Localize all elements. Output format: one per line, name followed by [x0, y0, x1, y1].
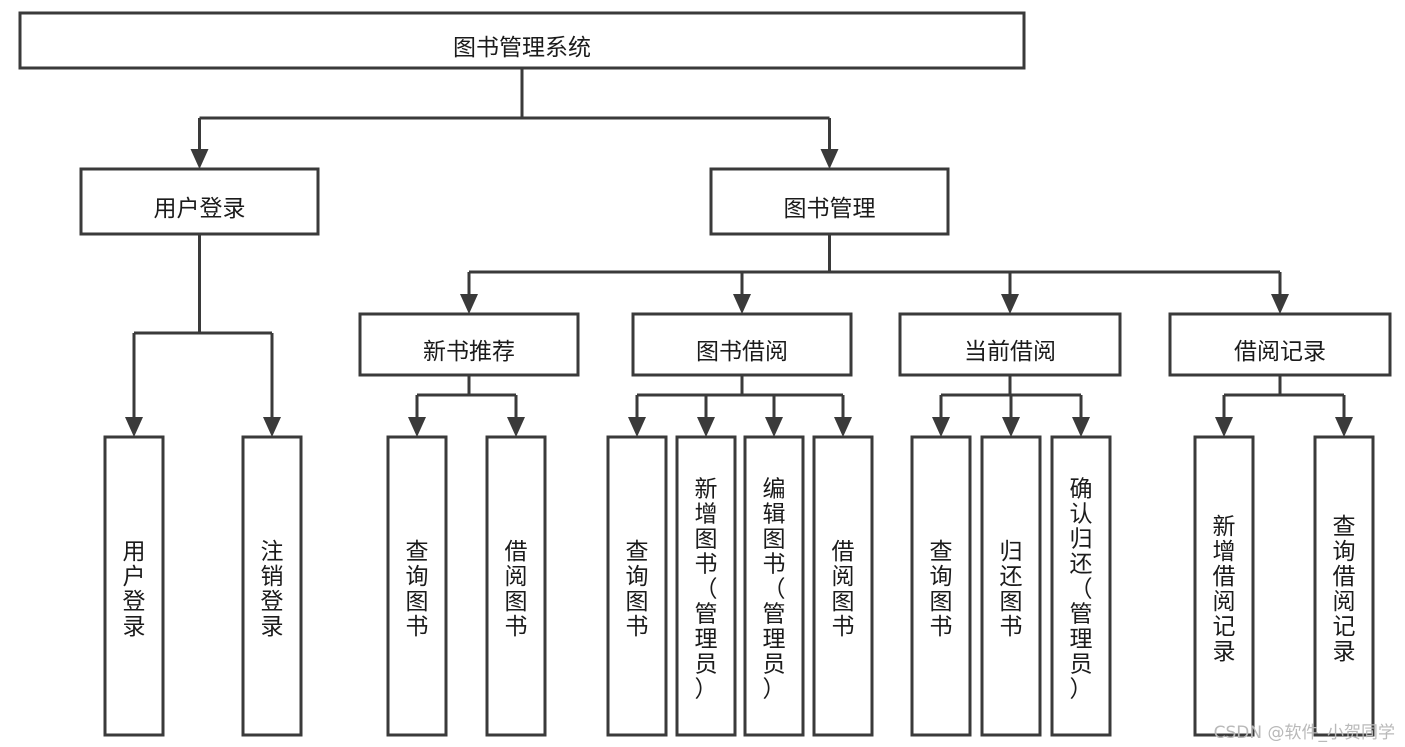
node-label-leaf-confirm-return-admin: 确认归还（管理员） [1070, 476, 1093, 702]
node-book-manage[interactable]: 图书管理 [709, 167, 950, 236]
arrow-head-icon [932, 417, 950, 437]
node-box-leaf-query-borrow-record [1313, 435, 1375, 737]
node-current-borrow[interactable]: 当前借阅 [898, 312, 1122, 377]
arrow-head-icon [697, 417, 715, 437]
node-leaf-query-book-cur[interactable]: 查询图书 [910, 435, 972, 737]
node-leaf-query-borrow-record[interactable]: 查询借阅记录 [1313, 435, 1375, 737]
node-leaf-return-book[interactable]: 归还图书 [980, 435, 1042, 737]
arrow-head-icon [1001, 294, 1019, 314]
node-label-user-login: 用户登录 [154, 196, 246, 222]
arrow-head-icon [733, 294, 751, 314]
arrow-head-icon [628, 417, 646, 437]
node-label-leaf-query-book-bor: 查询图书 [626, 539, 649, 640]
node-leaf-user-login[interactable]: 用户登录 [103, 435, 165, 737]
node-label-root: 图书管理系统 [453, 35, 591, 61]
arrow-head-icon [1002, 417, 1020, 437]
arrow-head-icon [507, 417, 525, 437]
node-leaf-borrow-book-bor[interactable]: 借阅图书 [812, 435, 874, 737]
node-leaf-edit-book-admin[interactable]: 编辑图书（管理员） [743, 435, 805, 737]
node-label-leaf-query-book-rec: 查询图书 [406, 539, 429, 640]
node-label-book-manage: 图书管理 [784, 196, 876, 222]
arrow-head-icon [460, 294, 478, 314]
node-leaf-query-book-rec[interactable]: 查询图书 [386, 435, 448, 737]
node-label-leaf-query-book-cur: 查询图书 [930, 539, 953, 640]
edge-newbook-to-leaves [408, 375, 525, 437]
node-box-leaf-return-book [980, 435, 1042, 737]
node-box-leaf-edit-book-admin [743, 435, 805, 737]
arrow-head-icon [765, 417, 783, 437]
node-box-leaf-add-borrow-record [1193, 435, 1255, 737]
arrow-head-icon [1072, 417, 1090, 437]
node-box-leaf-borrow-book-bor [812, 435, 874, 737]
node-label-leaf-borrow-book-bor: 借阅图书 [832, 539, 855, 640]
node-leaf-confirm-return-admin[interactable]: 确认归还（管理员） [1050, 435, 1112, 737]
node-box-book-borrow [631, 312, 853, 377]
node-box-book-manage [709, 167, 950, 236]
node-book-borrow[interactable]: 图书借阅 [631, 312, 853, 377]
node-label-book-borrow: 图书借阅 [696, 339, 788, 365]
arrow-head-icon [834, 417, 852, 437]
node-leaf-logout[interactable]: 注销登录 [241, 435, 303, 737]
node-leaf-borrow-book-rec[interactable]: 借阅图书 [485, 435, 547, 737]
node-label-leaf-user-login: 用户登录 [123, 539, 146, 640]
node-label-leaf-query-borrow-record: 查询借阅记录 [1333, 514, 1356, 665]
nodes-layer: 图书管理系统用户登录图书管理新书推荐图书借阅当前借阅借阅记录用户登录注销登录查询… [18, 11, 1392, 737]
node-box-current-borrow [898, 312, 1122, 377]
node-box-leaf-confirm-return-admin [1050, 435, 1112, 737]
node-leaf-add-book-admin[interactable]: 新增图书（管理员） [675, 435, 737, 737]
edge-bookmanage-to-level2 [460, 234, 1289, 314]
node-label-leaf-add-borrow-record: 新增借阅记录 [1213, 514, 1236, 665]
node-box-leaf-query-book-rec [386, 435, 448, 737]
edges-layer [125, 68, 1353, 437]
arrow-head-icon [263, 417, 281, 437]
node-root[interactable]: 图书管理系统 [18, 11, 1026, 70]
node-box-leaf-query-book-cur [910, 435, 972, 737]
node-label-borrow-record: 借阅记录 [1234, 339, 1326, 365]
node-leaf-add-borrow-record[interactable]: 新增借阅记录 [1193, 435, 1255, 737]
node-label-leaf-return-book: 归还图书 [1000, 539, 1023, 640]
node-box-leaf-add-book-admin [675, 435, 737, 737]
arrow-head-icon [820, 149, 839, 169]
node-label-new-book-recommend: 新书推荐 [423, 339, 515, 365]
node-box-leaf-borrow-book-rec [485, 435, 547, 737]
arrow-head-icon [1335, 417, 1353, 437]
edge-userlogin-to-leaves [125, 234, 281, 437]
edge-currentborrow-to-leaves [932, 375, 1090, 437]
edge-bookborrow-to-leaves [628, 375, 852, 437]
arrow-head-icon [190, 149, 209, 169]
arrow-head-icon [125, 417, 143, 437]
node-box-user-login [79, 167, 320, 236]
edge-borrowrecord-to-leaves [1215, 375, 1353, 437]
arrow-head-icon [408, 417, 426, 437]
node-leaf-query-book-bor[interactable]: 查询图书 [606, 435, 668, 737]
node-box-new-book-recommend [358, 312, 580, 377]
node-user-login[interactable]: 用户登录 [79, 167, 320, 236]
node-box-leaf-query-book-bor [606, 435, 668, 737]
node-box-leaf-logout [241, 435, 303, 737]
node-borrow-record[interactable]: 借阅记录 [1168, 312, 1392, 377]
node-label-leaf-borrow-book-rec: 借阅图书 [505, 539, 528, 640]
arrow-head-icon [1271, 294, 1289, 314]
edge-root-to-level1 [190, 68, 839, 169]
node-box-leaf-user-login [103, 435, 165, 737]
node-label-leaf-logout: 注销登录 [261, 539, 284, 640]
arrow-head-icon [1215, 417, 1233, 437]
node-label-current-borrow: 当前借阅 [964, 339, 1056, 365]
node-box-borrow-record [1168, 312, 1392, 377]
node-label-leaf-edit-book-admin: 编辑图书（管理员） [763, 476, 786, 702]
node-box-root [18, 11, 1026, 70]
node-new-book-recommend[interactable]: 新书推荐 [358, 312, 580, 377]
node-label-leaf-add-book-admin: 新增图书（管理员） [695, 476, 718, 702]
